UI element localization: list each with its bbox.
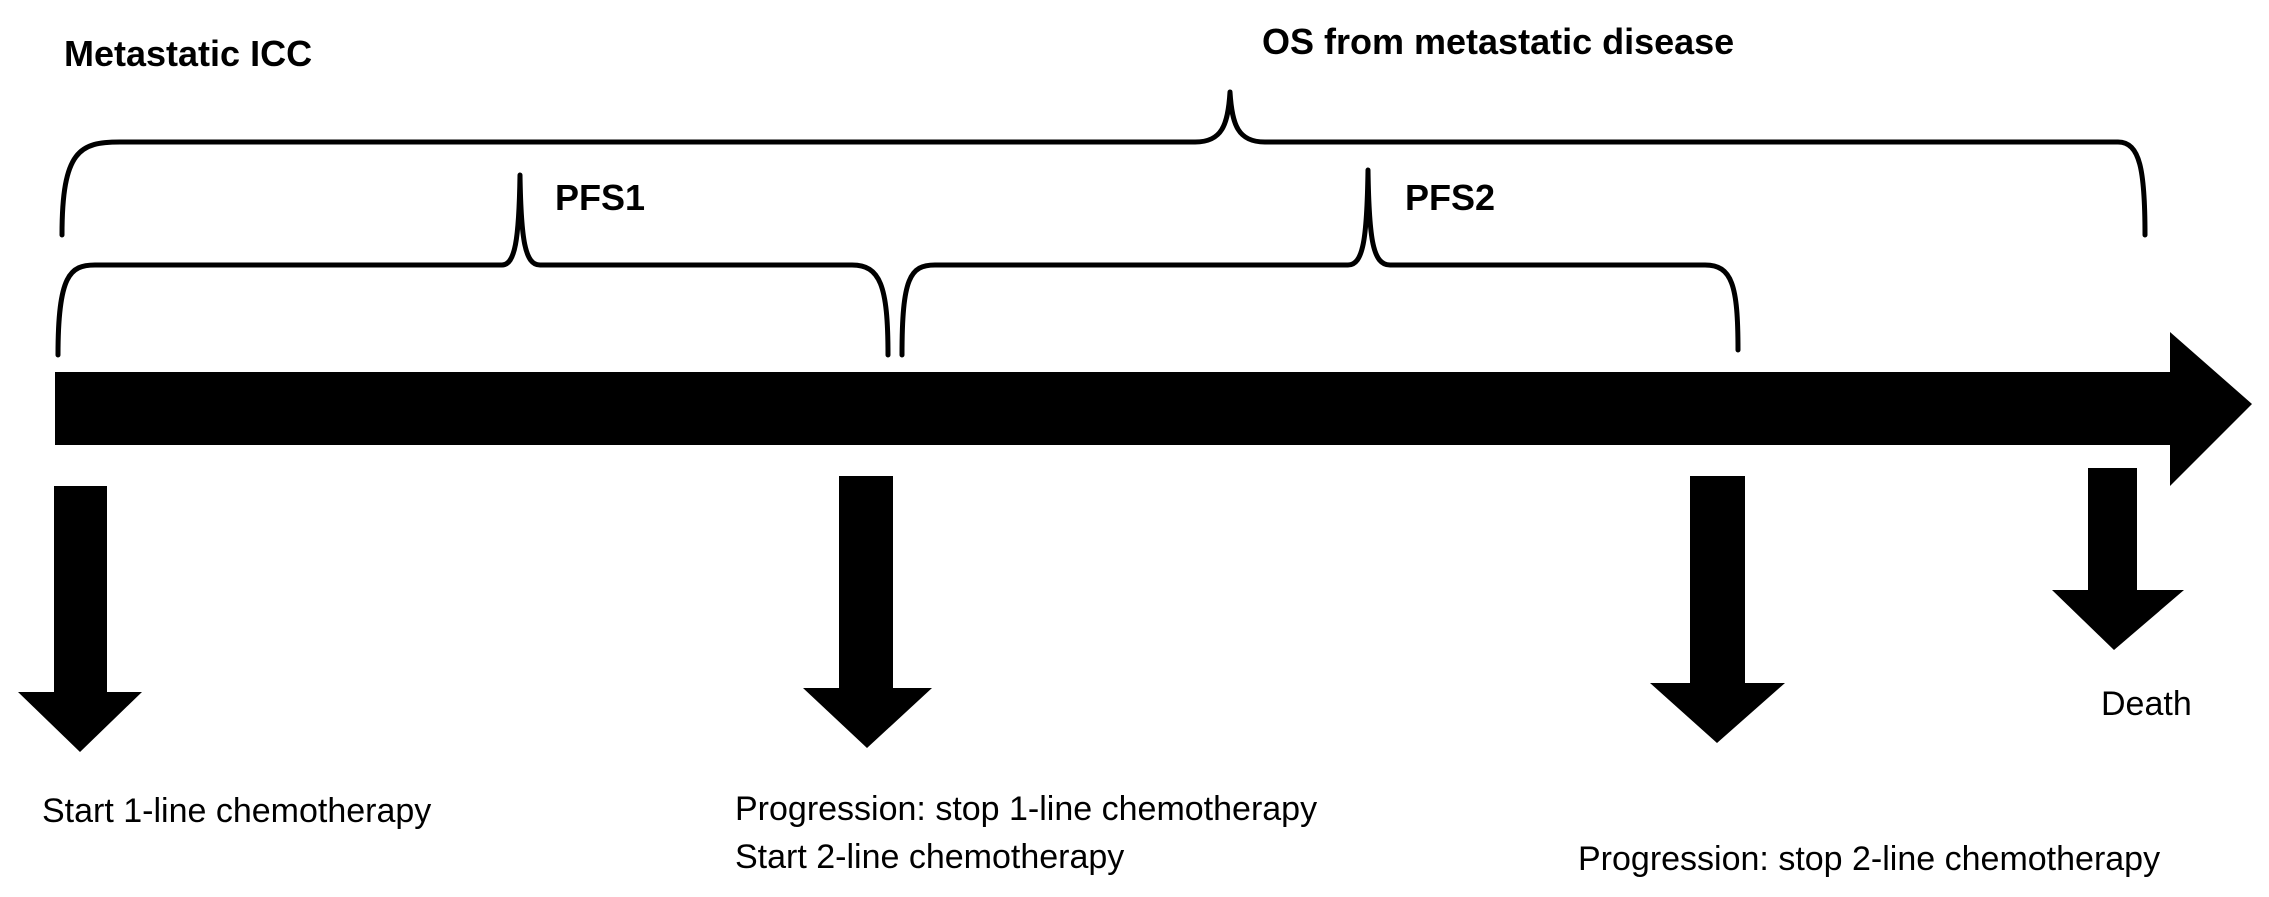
pfs1-brace [55,172,891,358]
pfs1-label: PFS1 [555,177,645,218]
death-label: Death [2101,685,2192,723]
os-brace [59,89,2148,238]
pfs2-brace [899,167,1741,358]
down-arrow-progression2 [1650,476,1785,743]
progression1-label-line2: Start 2-line chemotherapy [735,838,1124,876]
metastatic-icc-label: Metastatic ICC [64,33,312,74]
pfs2-label: PFS2 [1405,177,1495,218]
down-arrow-death [2052,468,2184,650]
timeline-arrow [55,332,2252,486]
progression1-label-line1: Progression: stop 1-line chemotherapy [735,790,1317,828]
down-arrow-start1 [18,486,142,752]
os-label: OS from metastatic disease [1262,21,1734,62]
progression2-label: Progression: stop 2-line chemotherapy [1578,840,2160,878]
start1-label: Start 1-line chemotherapy [42,792,431,830]
down-arrow-progression1 [803,476,932,748]
